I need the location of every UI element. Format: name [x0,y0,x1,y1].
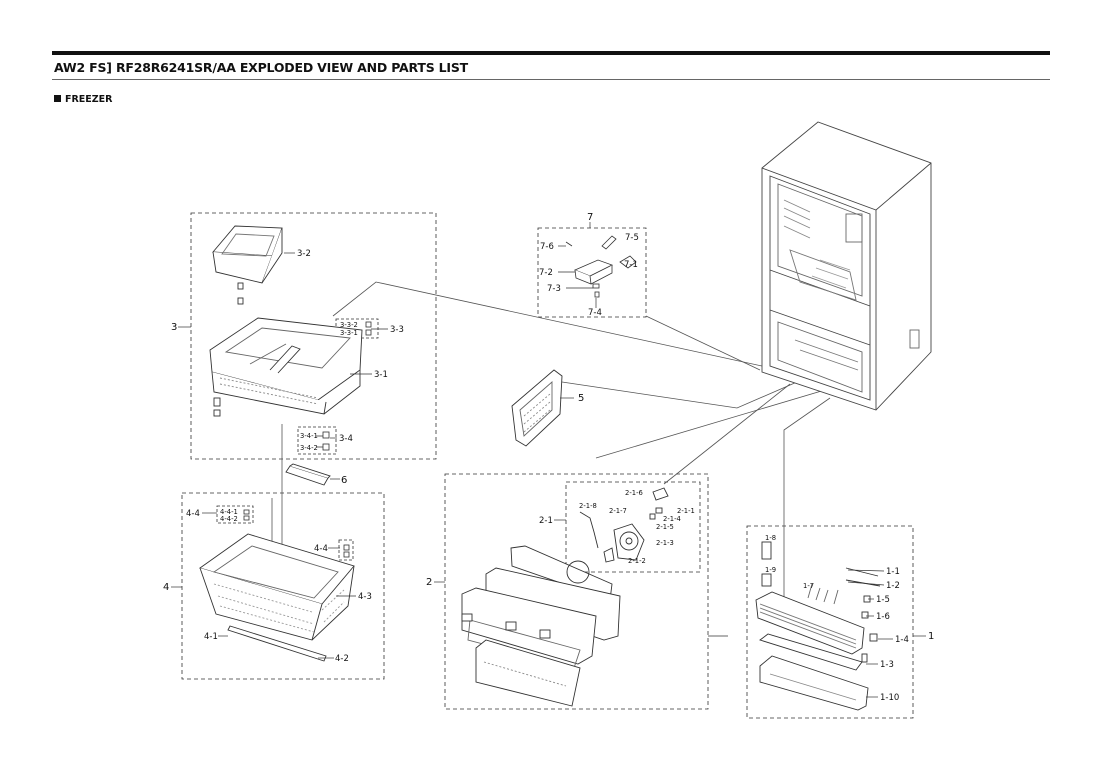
leader-line-1 [783,397,831,600]
part-4-3-basket [198,533,355,641]
callout-2-1: 2-1 [539,516,553,526]
callout-4: 4 [163,582,169,593]
callout-1-2: 1-2 [886,581,900,591]
part-2-duct [461,545,621,707]
callout-2-1-1: 2-1-1 [677,507,695,515]
callout-4-3: 4-3 [358,592,372,602]
group-box-3 [190,212,437,460]
callout-3-4-2: 3-4-2 [300,444,318,452]
group-box-2 [444,473,709,710]
callout-3-3-2: 3-3-2 [340,321,358,329]
callout-1: 1 [928,631,934,642]
callout-7-4: 7-4 [588,308,602,318]
callout-3-2: 3-2 [297,249,311,259]
group-box-1 [746,525,914,719]
callout-5: 5 [578,393,584,404]
callout-2-1-2: 2-1-2 [628,557,646,565]
group-box-3-4 [297,426,337,455]
callout-7-5: 7-5 [625,233,639,243]
header-rule-top [52,51,1050,55]
section-label: FREEZER [65,94,113,105]
callout-2-1-3: 2-1-3 [656,539,674,547]
callout-1-8: 1-8 [765,534,776,542]
callout-4-4-2: 4-4-2 [220,515,238,523]
part-2-1-fan [579,487,669,563]
callout-3-4: 3-4 [339,434,353,444]
callout-1-6: 1-6 [876,612,890,622]
callout-3-3: 3-3 [390,325,404,335]
callout-1-7: 1-7 [803,582,814,590]
callout-4-4-left: 4-4 [186,509,200,519]
callout-2-1-8: 2-1-8 [579,502,597,510]
callout-4-4-1: 4-4-1 [220,508,238,516]
leader-line-3 [332,281,772,369]
header-rule-bottom [52,79,1050,80]
leader-line-6 [595,383,846,459]
callout-6: 6 [341,475,347,486]
callout-1-9: 1-9 [765,566,776,574]
part-6-handle [285,463,331,486]
callout-1-3: 1-3 [880,660,894,670]
part-7-assembly [565,235,637,298]
section-bullet [54,95,61,102]
callout-3-1: 3-1 [374,370,388,380]
part-5-cover [511,369,563,447]
group-box-4-4-2 [338,539,354,561]
part-3-2-bin [212,225,283,284]
callout-2-1-7: 2-1-7 [609,507,627,515]
callout-7-6: 7-6 [540,242,554,252]
callout-2: 2 [426,577,432,588]
part-3-1-basket [209,282,363,417]
callout-4-2: 4-2 [335,654,349,664]
callout-1-4: 1-4 [895,635,909,645]
leader-line-5 [561,371,821,409]
page-title: AW2 FS] RF28R6241SR/AA EXPLODED VIEW AND… [54,60,468,75]
part-4-1-rail [227,625,327,662]
group-box-2-1 [565,481,701,573]
callout-4-1: 4-1 [204,632,218,642]
callout-3-3-1: 3-3-1 [340,329,358,337]
callout-3: 3 [171,322,177,333]
callout-2-1-4: 2-1-4 [663,515,681,523]
callout-4-4-right: 4-4 [314,544,328,554]
leader-line-7 [645,315,761,371]
refrigerator-body [761,121,932,411]
callout-1-10: 1-10 [880,693,899,703]
callout-2-1-5: 2-1-5 [656,523,674,531]
part-3-3-clips [322,321,372,451]
callout-7-2: 7-2 [539,268,553,278]
group-box-4-4-1 [216,505,254,524]
callout-1-1: 1-1 [886,567,900,577]
part-1-evaporator [755,541,881,711]
callout-3-4-1: 3-4-1 [300,432,318,440]
callout-7-3: 7-3 [547,284,561,294]
callout-2-1-6: 2-1-6 [625,489,643,497]
leader-line-2 [663,383,791,485]
part-4-4-clips [243,509,350,558]
callout-1-5: 1-5 [876,595,890,605]
callout-7: 7 [587,212,593,223]
group-box-4 [181,492,385,680]
callout-7-1: 7-1 [624,260,638,270]
section-heading: FREEZER [54,94,112,105]
